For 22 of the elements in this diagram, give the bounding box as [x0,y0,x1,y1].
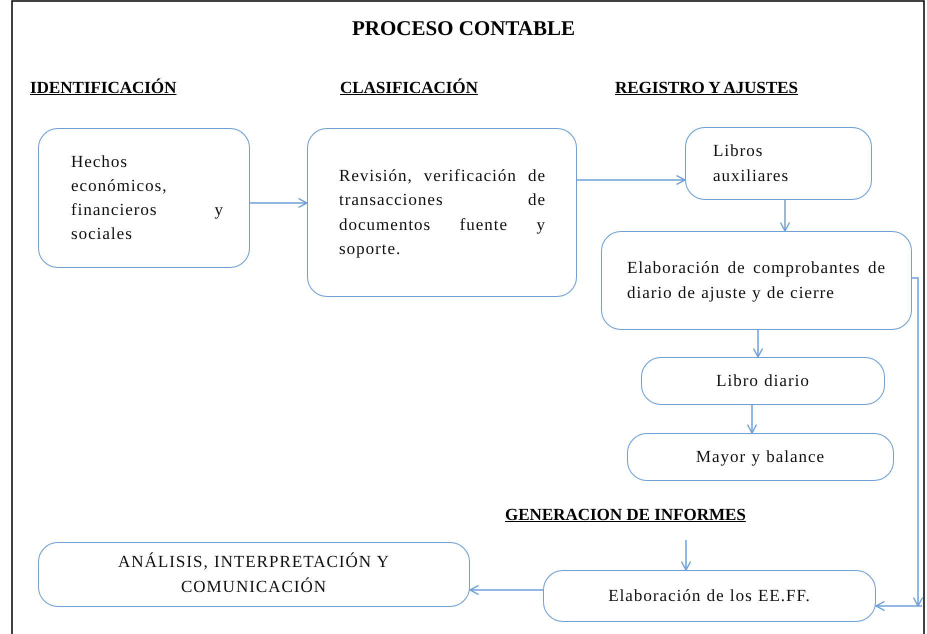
arrow [752,330,764,358]
process-box: Elaboración de comprobantes de diario de ajuste y de cierre [601,231,912,330]
process-box: Libro diario [641,357,885,405]
diagram-title: PROCESO CONTABLE [350,16,576,41]
section-heading: GENERACION DE INFORMES [505,505,746,525]
arrow [875,600,922,612]
process-box: Mayor y balance [627,433,894,481]
section-heading: IDENTIFICACIÓN [30,78,176,98]
section-heading: REGISTRO Y AJUSTES [615,78,798,98]
arrow [780,200,790,232]
process-box: Libros auxiliares [685,127,872,200]
arrow [469,584,543,596]
section-heading: CLASIFICACIÓN [340,78,478,98]
process-box: Hechos económicos, financieros y sociales [38,128,250,268]
process-box: ANÁLISIS, INTERPRETACIÓN Y COMUNICACIÓN [38,542,470,607]
arrow [577,174,686,186]
arrow [912,277,924,607]
arrow [250,198,308,208]
process-box: Elaboración de los EE.FF. [543,570,876,622]
arrow [746,405,758,434]
arrow [680,540,692,571]
process-box: Revisión, verificación de transacciones de documentos fuente y soporte. [307,128,577,297]
